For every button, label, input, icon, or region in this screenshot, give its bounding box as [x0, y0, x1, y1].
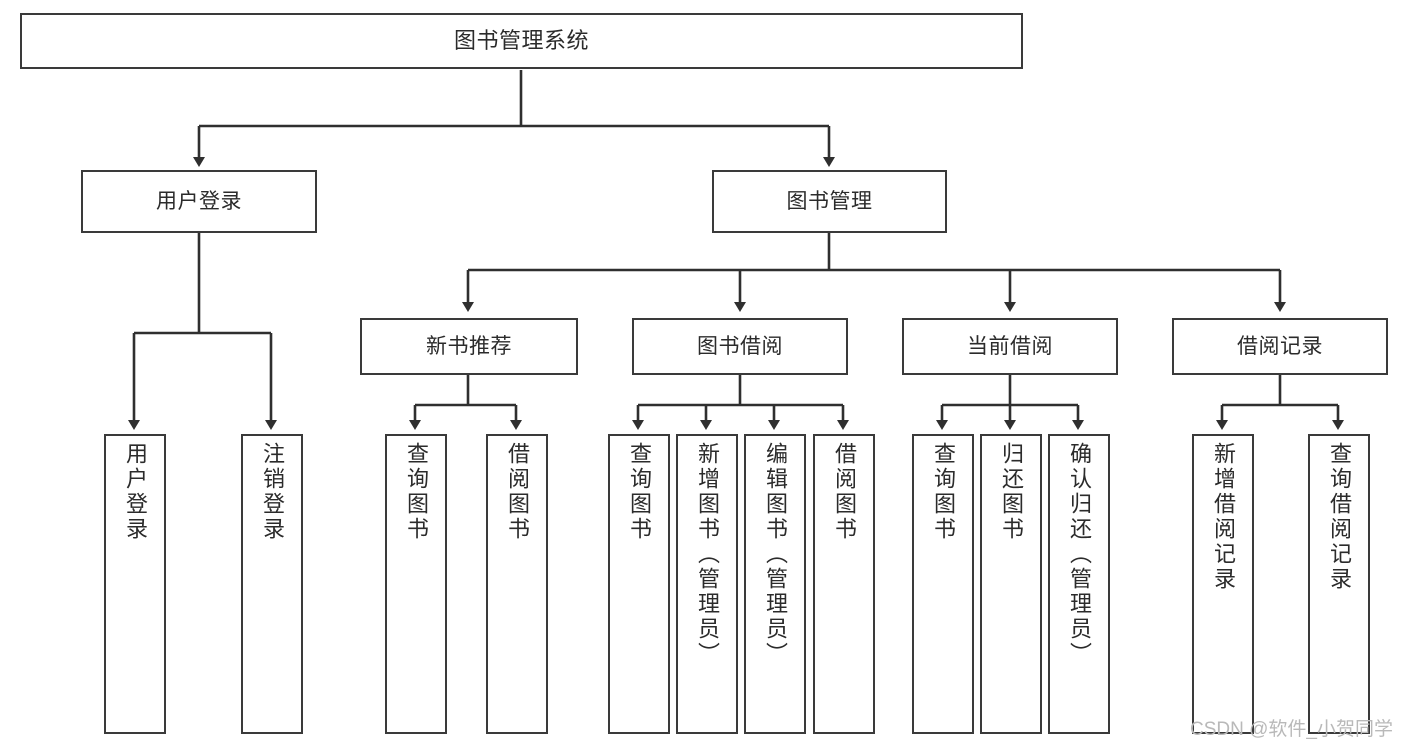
leaf-bb-add-book-label: 新增图书（管理员） — [695, 442, 720, 667]
leaf-cb-confirm-return-label: 确认归还（管理员） — [1067, 442, 1092, 667]
node-current-borrow[interactable]: 当前借阅 — [902, 318, 1118, 375]
leaf-br-add-record[interactable]: 新增借阅记录 — [1192, 434, 1254, 734]
csdn-watermark: CSDN @软件_小贺同学 — [1190, 719, 1393, 740]
leaf-bb-query-book[interactable]: 查询图书 — [608, 434, 670, 734]
node-book-manage[interactable]: 图书管理 — [712, 170, 947, 233]
leaf-cb-return-book-label: 归还图书 — [999, 442, 1024, 542]
leaf-cb-query-book-label: 查询图书 — [931, 442, 956, 542]
node-borrow-record-label: 借阅记录 — [1237, 335, 1323, 358]
leaf-user-logout-label: 注销登录 — [260, 442, 285, 542]
leaf-bb-borrow-book[interactable]: 借阅图书 — [813, 434, 875, 734]
leaf-cb-query-book[interactable]: 查询图书 — [912, 434, 974, 734]
leaf-user-login-label: 用户登录 — [123, 442, 148, 542]
node-root[interactable]: 图书管理系统 — [20, 13, 1023, 69]
leaf-bb-edit-book[interactable]: 编辑图书（管理员） — [744, 434, 806, 734]
leaf-br-add-record-label: 新增借阅记录 — [1211, 442, 1236, 592]
node-root-label: 图书管理系统 — [453, 28, 589, 53]
leaf-user-logout[interactable]: 注销登录 — [241, 434, 303, 734]
leaf-user-login[interactable]: 用户登录 — [104, 434, 166, 734]
node-book-borrow[interactable]: 图书借阅 — [632, 318, 848, 375]
leaf-cb-return-book[interactable]: 归还图书 — [980, 434, 1042, 734]
leaf-bb-add-book[interactable]: 新增图书（管理员） — [676, 434, 738, 734]
node-new-book-rec-label: 新书推荐 — [426, 335, 512, 358]
node-new-book-rec[interactable]: 新书推荐 — [360, 318, 578, 375]
leaf-bb-query-book-label: 查询图书 — [627, 442, 652, 542]
node-user-login[interactable]: 用户登录 — [81, 170, 317, 233]
node-current-borrow-label: 当前借阅 — [967, 335, 1053, 358]
node-borrow-record[interactable]: 借阅记录 — [1172, 318, 1388, 375]
leaf-cb-confirm-return[interactable]: 确认归还（管理员） — [1048, 434, 1110, 734]
node-book-borrow-label: 图书借阅 — [697, 335, 783, 358]
leaf-bb-edit-book-label: 编辑图书（管理员） — [763, 442, 788, 667]
leaf-rec-borrow-book-label: 借阅图书 — [505, 442, 530, 542]
leaf-rec-query-book[interactable]: 查询图书 — [385, 434, 447, 734]
leaf-bb-borrow-book-label: 借阅图书 — [832, 442, 857, 542]
leaf-rec-borrow-book[interactable]: 借阅图书 — [486, 434, 548, 734]
node-book-manage-label: 图书管理 — [786, 190, 873, 213]
leaf-br-query-record-label: 查询借阅记录 — [1327, 442, 1352, 592]
node-user-login-label: 用户登录 — [156, 190, 242, 213]
leaf-rec-query-book-label: 查询图书 — [404, 442, 429, 542]
leaf-br-query-record[interactable]: 查询借阅记录 — [1308, 434, 1370, 734]
